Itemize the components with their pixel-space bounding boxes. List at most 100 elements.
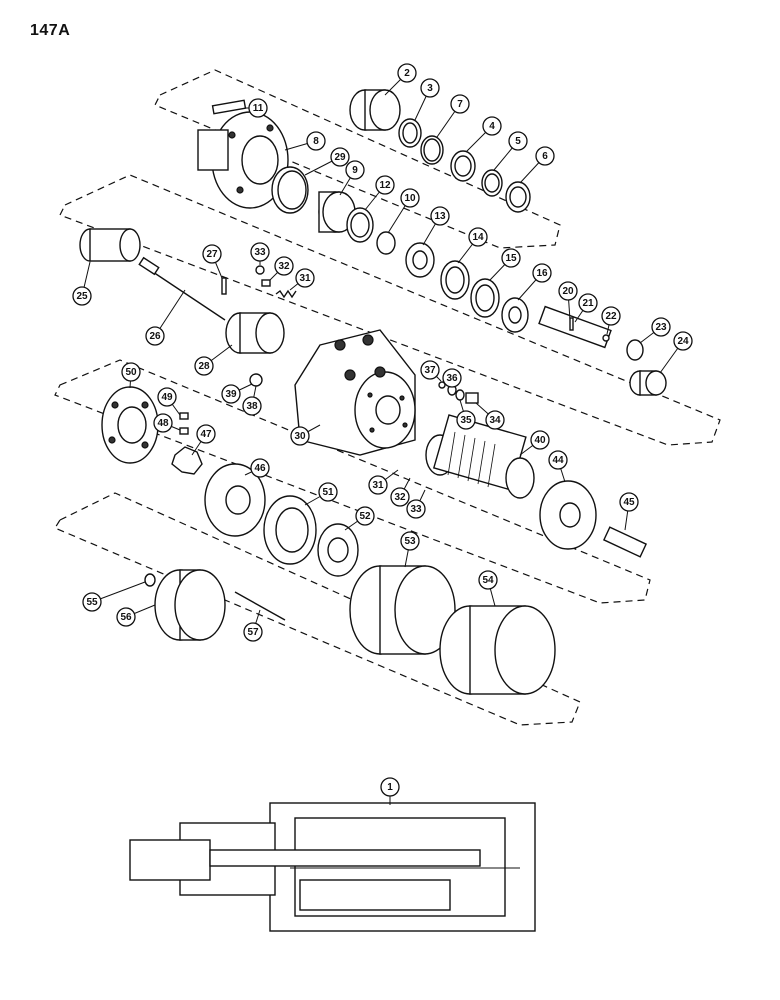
- part-51-ring: [263, 495, 317, 565]
- svg-text:33: 33: [254, 247, 266, 258]
- svg-text:27: 27: [206, 249, 218, 260]
- part-52-rotor: [317, 523, 359, 577]
- svg-text:45: 45: [623, 497, 635, 508]
- callout-4: 4: [482, 116, 502, 136]
- callouts: 1234567891011121314151620212223242526272…: [72, 63, 693, 797]
- callout-7: 7: [450, 94, 470, 114]
- callout-13: 13: [430, 206, 450, 226]
- callout-21: 21: [578, 293, 598, 313]
- svg-text:47: 47: [200, 429, 212, 440]
- part-40-spool: [425, 414, 535, 499]
- callout-16: 16: [532, 263, 552, 283]
- part-29-seal: [271, 166, 309, 214]
- svg-text:10: 10: [404, 193, 416, 204]
- group-outline-middle: [59, 174, 721, 446]
- svg-text:31: 31: [372, 480, 384, 491]
- part-23-ring: [626, 339, 644, 361]
- svg-text:25: 25: [76, 291, 88, 302]
- part-30-housing: [294, 329, 416, 456]
- svg-text:48: 48: [157, 418, 169, 429]
- callout-50: 50: [121, 362, 141, 382]
- svg-text:53: 53: [404, 536, 416, 547]
- svg-text:52: 52: [359, 511, 371, 522]
- callout-8: 8: [306, 131, 326, 151]
- callout-47: 47: [196, 424, 216, 444]
- part-33-ball: [255, 265, 265, 275]
- svg-text:38: 38: [246, 401, 258, 412]
- callout-52: 52: [355, 506, 375, 526]
- svg-text:4: 4: [489, 121, 495, 132]
- svg-text:16: 16: [536, 268, 548, 279]
- svg-text:9: 9: [352, 165, 358, 176]
- callout-5: 5: [508, 131, 528, 151]
- callout-55: 55: [82, 592, 102, 612]
- part-2-sleeve: [349, 89, 401, 131]
- callout-11: 11: [248, 98, 268, 118]
- svg-text:39: 39: [225, 389, 237, 400]
- callout-12: 12: [375, 175, 395, 195]
- part-13-washer: [405, 242, 435, 278]
- callout-48: 48: [153, 413, 173, 433]
- part-14-wave-washer: [440, 260, 470, 300]
- part-12-ring: [346, 207, 374, 243]
- part-4-bushing: [450, 150, 476, 182]
- svg-text:6: 6: [542, 151, 548, 162]
- callout-14: 14: [468, 227, 488, 247]
- callout-26: 26: [145, 326, 165, 346]
- callout-25: 25: [72, 286, 92, 306]
- callout-37: 37: [420, 360, 440, 380]
- part-10-snap-ring: [376, 231, 396, 255]
- svg-text:50: 50: [125, 367, 137, 378]
- svg-text:51: 51: [322, 487, 334, 498]
- svg-text:13: 13: [434, 211, 446, 222]
- callout-24: 24: [673, 331, 693, 351]
- part-54-sleeve: [439, 605, 556, 695]
- callout-34: 34: [485, 410, 505, 430]
- part-7-ring: [420, 135, 444, 165]
- page-label: 147A: [30, 22, 71, 39]
- svg-text:7: 7: [457, 99, 463, 110]
- part-50-gerotor: [101, 386, 159, 464]
- svg-text:33: 33: [410, 504, 422, 515]
- part-25-sleeve: [79, 228, 141, 262]
- part-31-spring: [275, 289, 297, 299]
- callout-2: 2: [397, 63, 417, 83]
- group-outline-bottom: [54, 492, 581, 726]
- part-57-bolt: [234, 591, 286, 621]
- svg-text:44: 44: [552, 455, 564, 466]
- part-3-ring: [398, 118, 422, 148]
- callout-46: 46: [250, 458, 270, 478]
- svg-text:3: 3: [427, 83, 433, 94]
- callout-15: 15: [501, 248, 521, 268]
- callout-27: 27: [202, 244, 222, 264]
- part-28-sleeve: [225, 312, 285, 354]
- part-22-ball: [602, 334, 610, 342]
- callout-10: 10: [400, 188, 420, 208]
- part-27-pin: [221, 277, 227, 295]
- part-34-fitting: [465, 392, 479, 404]
- callout-22: 22: [601, 306, 621, 326]
- svg-text:35: 35: [460, 415, 472, 426]
- svg-text:5: 5: [515, 136, 521, 147]
- svg-text:14: 14: [472, 232, 484, 243]
- part-32-plug: [261, 279, 271, 287]
- part-47-star: [171, 446, 203, 475]
- part-24-cap: [629, 370, 667, 396]
- part-15-thrust-bearing: [470, 278, 500, 318]
- part-55-washer: [144, 573, 156, 587]
- callout-6: 6: [535, 146, 555, 166]
- svg-text:54: 54: [482, 575, 494, 586]
- callout-31: 31: [295, 268, 315, 288]
- part-44-end-plate: [539, 480, 597, 550]
- svg-text:28: 28: [198, 361, 210, 372]
- callout-32: 32: [274, 256, 294, 276]
- svg-text:2: 2: [404, 68, 410, 79]
- callout-54: 54: [478, 570, 498, 590]
- callout-29: 29: [330, 147, 350, 167]
- callout-49: 49: [157, 387, 177, 407]
- part-53-sleeve: [349, 565, 456, 655]
- svg-text:8: 8: [313, 136, 319, 147]
- svg-text:32: 32: [278, 261, 290, 272]
- callout-57: 57: [243, 622, 263, 642]
